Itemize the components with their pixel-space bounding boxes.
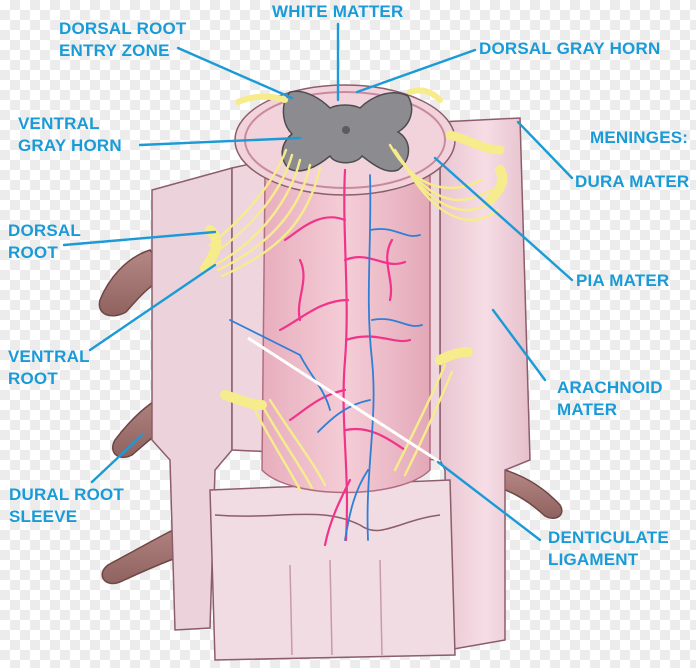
leader-dorsal-root [62, 230, 217, 247]
label-ventral-root: VENTRAL ROOT [8, 347, 90, 388]
dura-bottom-cut [214, 513, 441, 532]
label-dural-root-sleeve: DURAL ROOT SLEEVE [9, 485, 125, 526]
dorsal-root-upper-right [445, 130, 505, 155]
label-pia-mater: PIA MATER [576, 271, 670, 290]
dorsal-root-entry-nerves-right [407, 87, 443, 103]
label-arachnoid-mater: ARACHNOID MATER [557, 378, 663, 419]
dorsal-root-entry-nerves [235, 93, 288, 105]
dura-right-flap [439, 117, 531, 651]
dura-bottom-front [209, 479, 456, 661]
ventral-root-lower-left [220, 390, 267, 410]
leader-lines [62, 22, 574, 542]
veins [229, 174, 423, 541]
label-dorsal-root-entry-zone: DORSAL ROOT ENTRY ZONE [59, 19, 187, 60]
central-canal [342, 126, 350, 134]
denticulate-ligament-line [247, 336, 441, 464]
label-dorsal-root: DORSAL ROOT [8, 221, 81, 262]
dorsal-rootlets-left [208, 148, 322, 278]
dorsal-root-right [485, 165, 508, 205]
label-white-matter: WHITE MATTER [272, 2, 404, 21]
dural-root-sleeve-right [499, 469, 563, 519]
blood-vessels [229, 168, 423, 547]
ventral-root-lower-right [435, 347, 473, 365]
leader-dorsal-gray-horn [355, 48, 477, 94]
leader-ventral-root [88, 263, 217, 352]
ventral-rootlets-lower [253, 363, 454, 492]
leader-ventral-gray-horn [138, 136, 302, 147]
leader-pia-mater [433, 156, 574, 282]
leader-dural-root-sleeve [90, 433, 144, 484]
dura-bottom-split [289, 559, 383, 656]
leader-arachnoid-mater [491, 308, 547, 382]
leader-dura-mater [516, 120, 574, 180]
leader-dorsal-root-entry-zone [176, 46, 294, 100]
label-dura-mater: DURA MATER [575, 172, 690, 191]
label-meninges: MENINGES: [590, 128, 689, 147]
leader-denticulate-ligament [436, 460, 542, 542]
arteries [278, 168, 412, 547]
label-dorsal-gray-horn: DORSAL GRAY HORN [479, 39, 661, 58]
label-ventral-gray-horn: VENTRAL GRAY HORN [18, 114, 122, 155]
label-denticulate-ligament: DENTICULATE LIGAMENT [548, 528, 669, 569]
